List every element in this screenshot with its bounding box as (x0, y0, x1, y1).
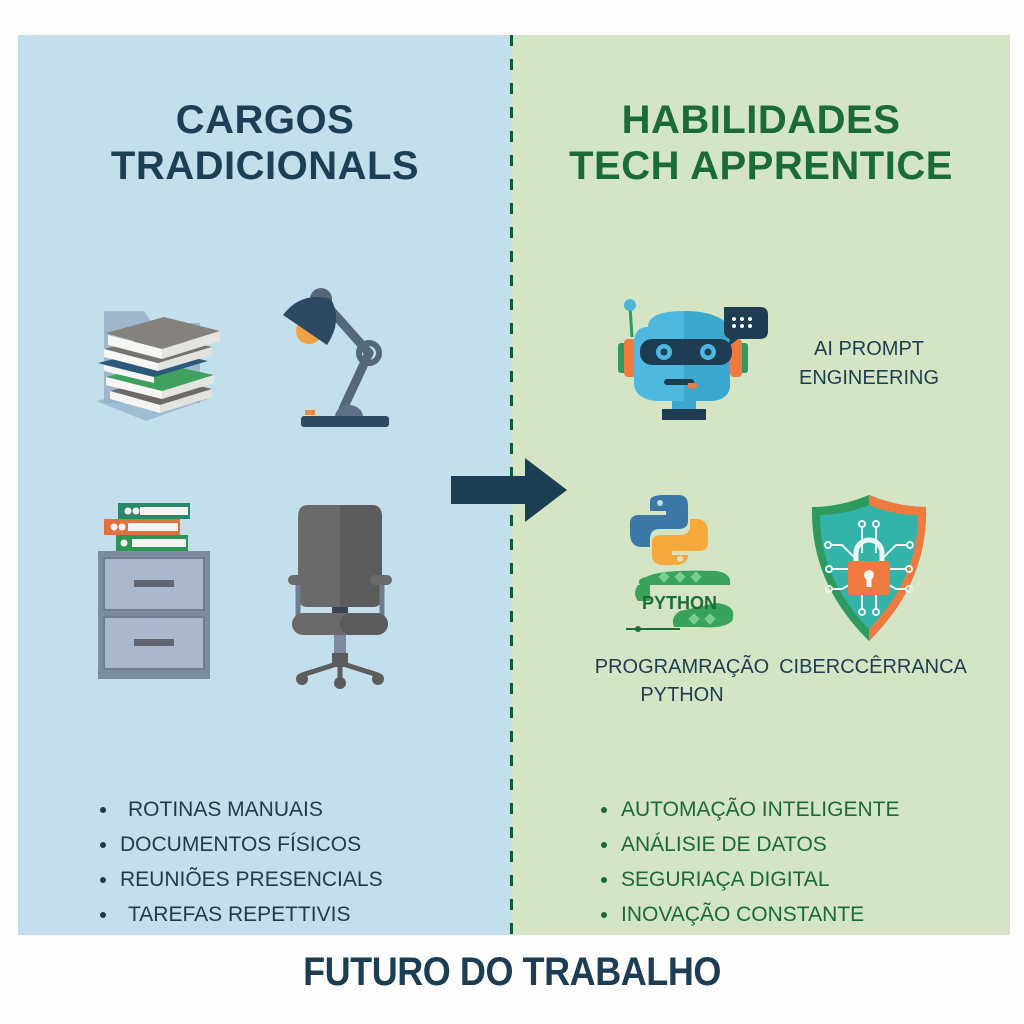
bullet-icon (601, 876, 607, 883)
skill-ai-prompt-label: AI PROMPT ENGINEERING (798, 338, 940, 389)
tech-skills-list: AUTOMAÇÃO INTELIGENTE ANÁLISIE DE DATOS … (601, 792, 900, 932)
skill-python-label: PROGRAMRAÇÃO PYTHON (594, 656, 770, 706)
office-chair-icon (288, 505, 392, 689)
bullet-icon (100, 911, 106, 918)
traditional-jobs-title: CARGOS TRADICIONALS (18, 97, 512, 189)
title-line-1: CARGOS (175, 98, 355, 142)
desk-lamp-icon (283, 288, 389, 427)
bullet-icon (601, 911, 607, 918)
list-item: SEGURIAÇA DIGITAL (601, 862, 900, 897)
list-item: ANÁLISIE DE DATOS (601, 827, 900, 862)
bullet-icon (601, 806, 607, 813)
skill-cybersecurity-label: CIBERCCÊRRANCA (779, 656, 967, 678)
title-line-2: TRADICIONALS (110, 144, 420, 188)
bullet-icon (100, 841, 106, 848)
list-item: DOCUMENTOS FÍSICOS (100, 827, 383, 862)
python-logo-icon: PYTHON (626, 495, 734, 632)
robot-chat-icon (618, 299, 768, 420)
bullet-icon (100, 806, 106, 813)
filing-cabinet-icon (98, 503, 210, 679)
tech-skills-panel: HABILIDADES TECH APPRENTICE AI PROMPT EN… (512, 35, 1010, 935)
title-line-1: HABILIDADES (621, 98, 901, 142)
list-item: TAREFAS REPETTIVIS (100, 897, 383, 932)
right-arrow-icon (451, 458, 567, 522)
footer-title: FUTURO DO TRABALHO (303, 950, 721, 994)
traditional-jobs-list: ROTINAS MANUAIS DOCUMENTOS FÍSICOS REUNI… (100, 792, 383, 932)
traditional-jobs-panel: CARGOS TRADICIONALS (18, 35, 512, 935)
list-item: REUNIÕES PRESENCIALS (100, 862, 383, 897)
svg-text:PYTHON: PYTHON (642, 593, 717, 613)
security-shield-lock-icon (811, 495, 927, 641)
bullet-icon (100, 876, 106, 883)
title-line-2: TECH APPRENTICE (569, 144, 953, 188)
tech-skills-title: HABILIDADES TECH APPRENTICE (512, 97, 1010, 189)
list-item: INOVAÇÃO CONSTANTE (601, 897, 900, 932)
list-item: ROTINAS MANUAIS (100, 792, 383, 827)
books-folder-icon (96, 311, 220, 421)
bullet-icon (601, 841, 607, 848)
list-item: AUTOMAÇÃO INTELIGENTE (601, 792, 900, 827)
